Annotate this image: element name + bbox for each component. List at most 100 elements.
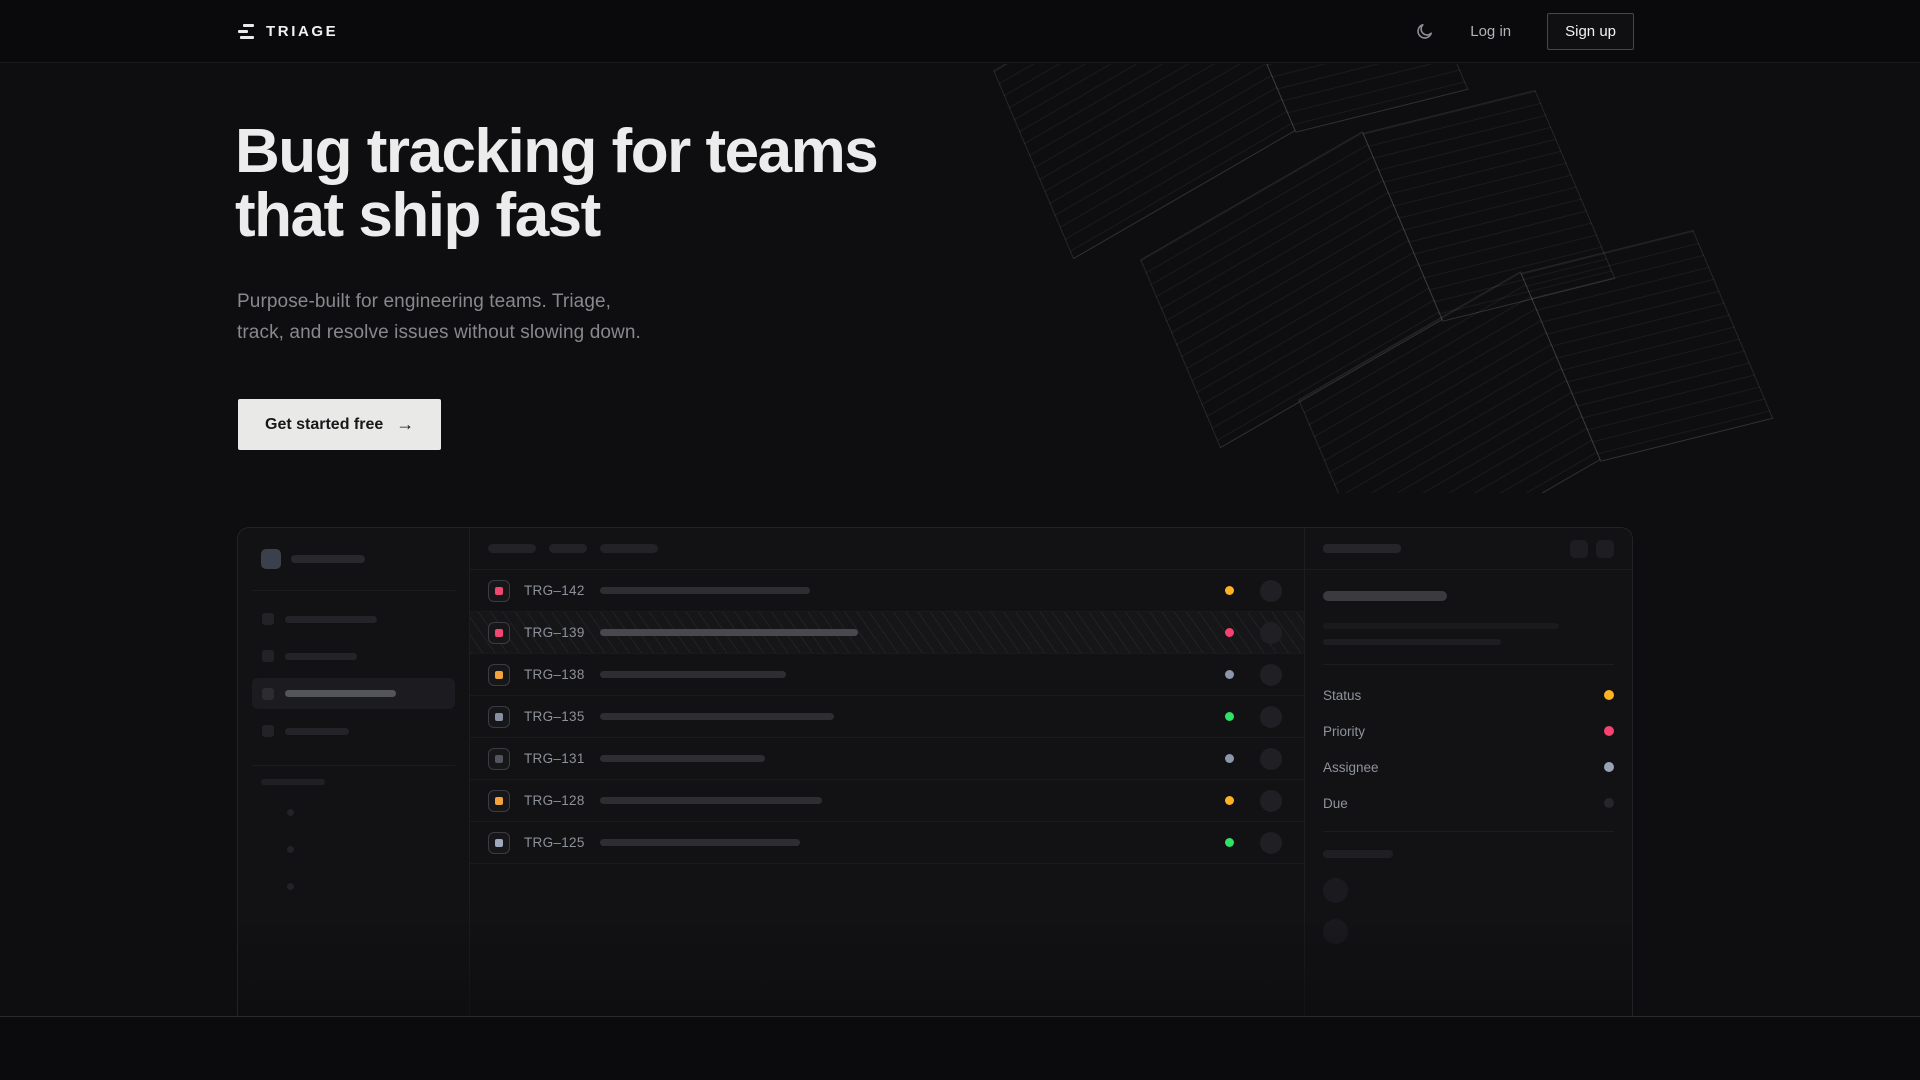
sidebar-dot (287, 809, 294, 816)
sidebar-item-icon (262, 650, 274, 662)
field-label: Due (1323, 795, 1348, 811)
issue-row: TRG–138 (470, 654, 1304, 696)
divider (252, 590, 455, 591)
wireframe-sheet (987, 64, 1469, 260)
issue-row: TRG–135 (470, 696, 1304, 738)
sidebar-dot (287, 846, 294, 853)
sidebar-section (238, 766, 469, 890)
priority-icon (488, 621, 510, 644)
list-header (470, 528, 1304, 570)
issue-id: TRG–128 (524, 793, 585, 808)
wireframe-sheet (1292, 217, 1774, 493)
brand-name: TRIAGE (266, 22, 339, 40)
login-link[interactable]: Log in (1470, 22, 1512, 40)
issue-id: TRG–142 (524, 583, 585, 598)
sidebar-item-icon (262, 613, 274, 625)
issue-id: TRG–131 (524, 751, 585, 766)
get-started-button[interactable]: Get started free → (238, 399, 442, 450)
header-pill-skeleton (549, 544, 587, 553)
issue-id: TRG–139 (524, 625, 585, 640)
detail-panel: Status Priority Assignee Due (1305, 528, 1632, 1016)
panel-action-button (1596, 539, 1614, 558)
navbar-inner: TRIAGE Log in Sign up (238, 0, 1634, 62)
field-value-dot (1604, 690, 1614, 700)
panel-body: Status Priority Assignee Due (1305, 570, 1632, 960)
mockup-sidebar (238, 528, 470, 1016)
skeleton-bar (285, 615, 377, 623)
issue-title-skeleton (1323, 591, 1447, 601)
navbar: TRIAGE Log in Sign up (0, 0, 1920, 63)
field-label: Status (1323, 687, 1362, 703)
priority-icon (488, 705, 510, 728)
brand-logo[interactable]: TRIAGE (238, 23, 338, 40)
skeleton-line (1323, 623, 1559, 629)
sidebar-item (252, 678, 455, 709)
cta-label: Get started free (265, 415, 384, 433)
workspace-row (238, 528, 469, 590)
skeleton-bar (285, 690, 396, 697)
panel-header (1305, 528, 1632, 570)
panel-field-rows: Status Priority Assignee Due (1323, 665, 1614, 831)
issue-id: TRG–135 (524, 709, 585, 724)
section-divider (0, 1016, 1920, 1017)
skeleton-bar (1323, 544, 1401, 553)
assignee-avatar (1260, 663, 1282, 686)
priority-icon (488, 579, 510, 602)
theme-toggle[interactable] (1414, 21, 1434, 41)
assignee-avatar (1260, 831, 1282, 854)
field-value-dot (1604, 798, 1614, 808)
field-value-dot (1604, 726, 1614, 736)
sidebar-item-icon (262, 725, 274, 737)
issue-title-skeleton (600, 587, 810, 594)
panel-field-row: Status (1323, 677, 1614, 713)
skeleton-bar (291, 555, 365, 563)
navbar-actions: Log in Sign up (1414, 12, 1634, 50)
issue-row: TRG–139 (470, 612, 1304, 654)
priority-icon (488, 831, 510, 854)
panel-field-row: Assignee (1323, 749, 1614, 785)
sidebar-item (252, 641, 455, 671)
assignee-avatar (1260, 579, 1282, 602)
section-label-skeleton (261, 779, 325, 785)
panel-header-actions (1570, 539, 1614, 558)
assignee-avatar (1260, 621, 1282, 644)
status-dot (1225, 796, 1234, 805)
sidebar-dot (287, 883, 294, 890)
issue-title-skeleton (600, 629, 858, 636)
field-value-dot (1604, 762, 1614, 772)
signup-button[interactable]: Sign up (1547, 12, 1634, 50)
issue-row: TRG–125 (470, 822, 1304, 864)
arrow-right-icon: → (396, 414, 415, 434)
panel-action-button (1570, 539, 1588, 558)
status-dot (1225, 754, 1234, 763)
workspace-avatar (261, 549, 281, 569)
panel-field-row: Due (1323, 785, 1614, 821)
avatar-placeholder (1323, 919, 1348, 944)
issue-row: TRG–131 (470, 738, 1304, 780)
wireframe-sheet (1134, 77, 1616, 449)
issue-title-skeleton (600, 713, 834, 720)
header-pill-skeleton (488, 544, 536, 553)
app-mockup: TRG–142 TRG–139 TRG–138 TRG–135 TRG–131 (237, 527, 1633, 1016)
field-label: Priority (1323, 723, 1366, 739)
avatar-placeholder (1323, 878, 1348, 903)
panel-field-row: Priority (1323, 713, 1614, 749)
sidebar-item (252, 716, 455, 746)
issue-row: TRG–142 (470, 570, 1304, 612)
footer-band (0, 1017, 1920, 1080)
assignee-avatar (1260, 747, 1282, 770)
status-dot (1225, 628, 1234, 637)
issue-row: TRG–128 (470, 780, 1304, 822)
hero-subtitle: Purpose-built for engineering teams. Tri… (237, 291, 641, 343)
skeleton-bar (285, 727, 349, 735)
status-dot (1225, 670, 1234, 679)
issue-title-skeleton (600, 797, 822, 804)
status-dot (1225, 712, 1234, 721)
sidebar-item (252, 604, 455, 634)
priority-icon (488, 663, 510, 686)
issue-id: TRG–125 (524, 835, 585, 850)
divider (1323, 664, 1614, 665)
priority-icon (488, 789, 510, 812)
assignee-avatar (1260, 789, 1282, 812)
